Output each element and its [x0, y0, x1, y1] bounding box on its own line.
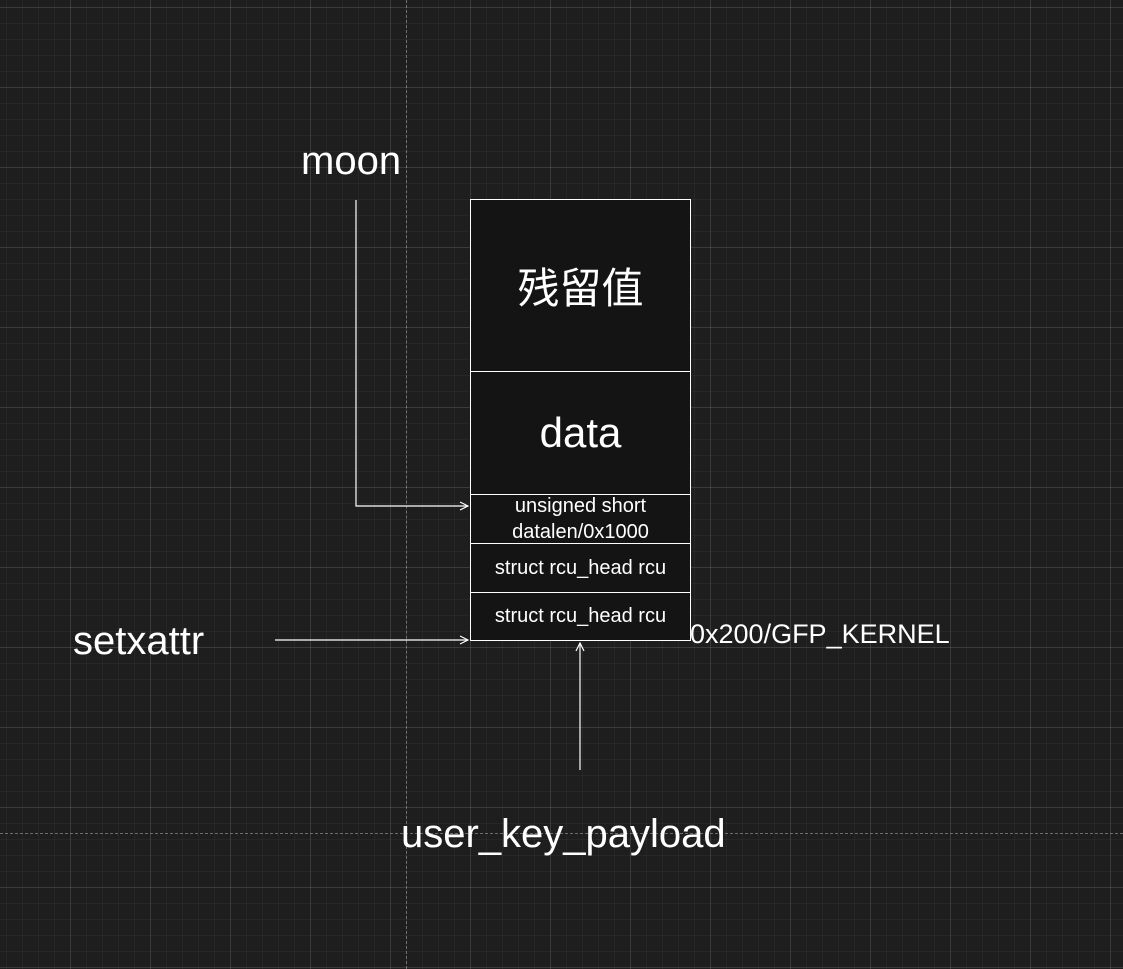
rcu-head-label-2: struct rcu_head rcu: [494, 605, 667, 627]
rcu-head-cell-2[interactable]: struct rcu_head rcu: [471, 593, 690, 640]
moon-to-datalen-arrow[interactable]: [355, 200, 468, 506]
residual-value-label: 残留值: [517, 264, 644, 313]
datalen-value-label: datalen/0x1000: [512, 521, 649, 543]
gfp-flags-label[interactable]: 0x200/GFP_KERNEL: [690, 619, 950, 649]
setxattr-label[interactable]: setxattr: [73, 619, 205, 663]
rcu-head-cell-1[interactable]: struct rcu_head rcu: [471, 544, 690, 593]
rcu-head-label-1: struct rcu_head rcu: [494, 556, 667, 579]
data-label: data: [539, 409, 622, 456]
user-key-payload-label[interactable]: user_key_payload: [401, 812, 726, 856]
memory-layout-struct[interactable]: 残留值 data unsigned short datalen/0x1000 s…: [470, 199, 691, 641]
data-cell[interactable]: data: [471, 372, 690, 495]
datalen-cell[interactable]: unsigned short datalen/0x1000: [471, 495, 690, 544]
datalen-type-label: unsigned short: [514, 495, 647, 517]
horizontal-guide-line: [0, 833, 1123, 834]
residual-value-cell[interactable]: 残留值: [471, 200, 690, 372]
moon-label[interactable]: moon: [301, 139, 402, 183]
